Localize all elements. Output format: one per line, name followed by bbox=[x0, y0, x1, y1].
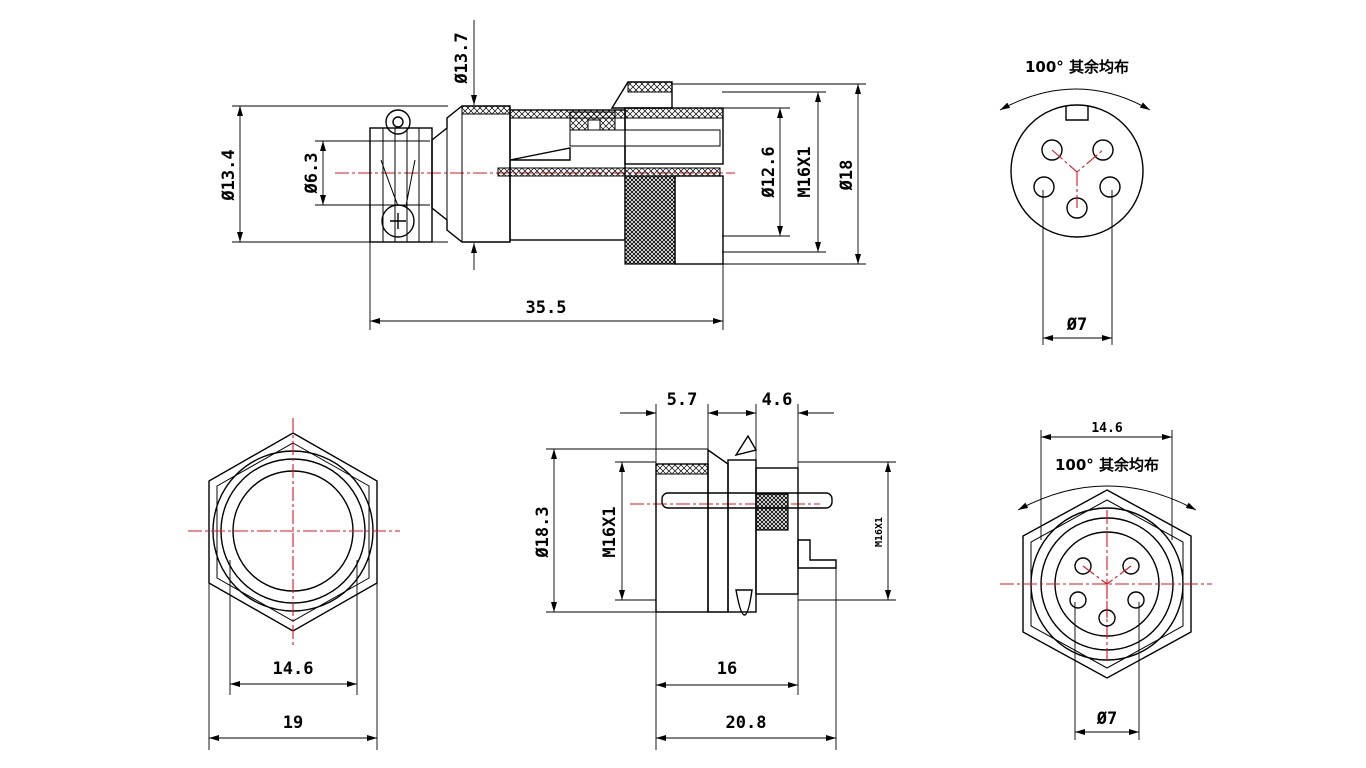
dim-d13-7: Ø13.7 bbox=[452, 32, 472, 84]
plug-end-outer bbox=[1010, 104, 1144, 238]
pin-hole bbox=[1033, 176, 1055, 198]
dim-19: 19 bbox=[283, 713, 303, 733]
pin-hole bbox=[1092, 139, 1114, 161]
socket-front-view: 14.6 19 bbox=[188, 418, 400, 750]
socket-barrel bbox=[655, 463, 709, 613]
pin-contact bbox=[1122, 557, 1140, 575]
dim-16: 16 bbox=[717, 659, 737, 679]
plug-end-view: 100° 其余均布 Ø7 bbox=[999, 58, 1151, 345]
dim-d13-4: Ø13.4 bbox=[219, 149, 239, 201]
dim-35-5: 35.5 bbox=[526, 298, 567, 318]
dim-d7-socket: Ø7 bbox=[1096, 709, 1117, 729]
plug-tail bbox=[431, 105, 511, 243]
dim-m16-left: M16X1 bbox=[600, 506, 620, 557]
pin-contact bbox=[1127, 591, 1145, 609]
dim-5-7: 5.7 bbox=[667, 390, 698, 410]
dim-m16-right: M16X1 bbox=[874, 517, 885, 547]
pin-contact bbox=[1069, 591, 1087, 609]
dim-4-6: 4.6 bbox=[762, 390, 793, 410]
plug-side-view: Ø13.7 Ø13.4 Ø6.3 Ø12.6 M16X1 Ø18 35.5 bbox=[219, 20, 866, 330]
dim-d6-3: Ø6.3 bbox=[302, 153, 322, 195]
socket-side-view: 5.7 4.6 Ø18.3 M16X1 M16X1 16 20.8 bbox=[533, 390, 896, 750]
knurled-nut bbox=[624, 175, 676, 265]
plug-angle-note: 100° 其余均布 bbox=[1025, 58, 1129, 76]
socket-angle-note: 100° 其余均布 bbox=[1055, 456, 1159, 474]
pin-hole bbox=[1099, 176, 1121, 198]
socket-end-view: 100° 其余均布 14.6 Ø7 bbox=[1000, 421, 1212, 740]
dim-m16: M16X1 bbox=[795, 146, 815, 197]
pin-hole bbox=[1041, 139, 1063, 161]
dim-d18-3: Ø18.3 bbox=[533, 506, 553, 558]
socket-hex bbox=[1022, 489, 1192, 679]
dim-d7-plug: Ø7 bbox=[1066, 315, 1087, 335]
clamp-ear bbox=[385, 109, 411, 135]
cable-clamp bbox=[369, 109, 433, 243]
locking-tab bbox=[735, 589, 753, 616]
pin-contact bbox=[1074, 557, 1092, 575]
dim-20-8: 20.8 bbox=[726, 713, 767, 733]
dim-14-6-front: 14.6 bbox=[273, 659, 314, 679]
hex-nut bbox=[208, 432, 378, 632]
contact-pin bbox=[661, 492, 833, 509]
dim-d12-6: Ø12.6 bbox=[759, 146, 779, 198]
dim-d18: Ø18 bbox=[837, 160, 857, 192]
dim-14-6-end: 14.6 bbox=[1091, 421, 1122, 436]
